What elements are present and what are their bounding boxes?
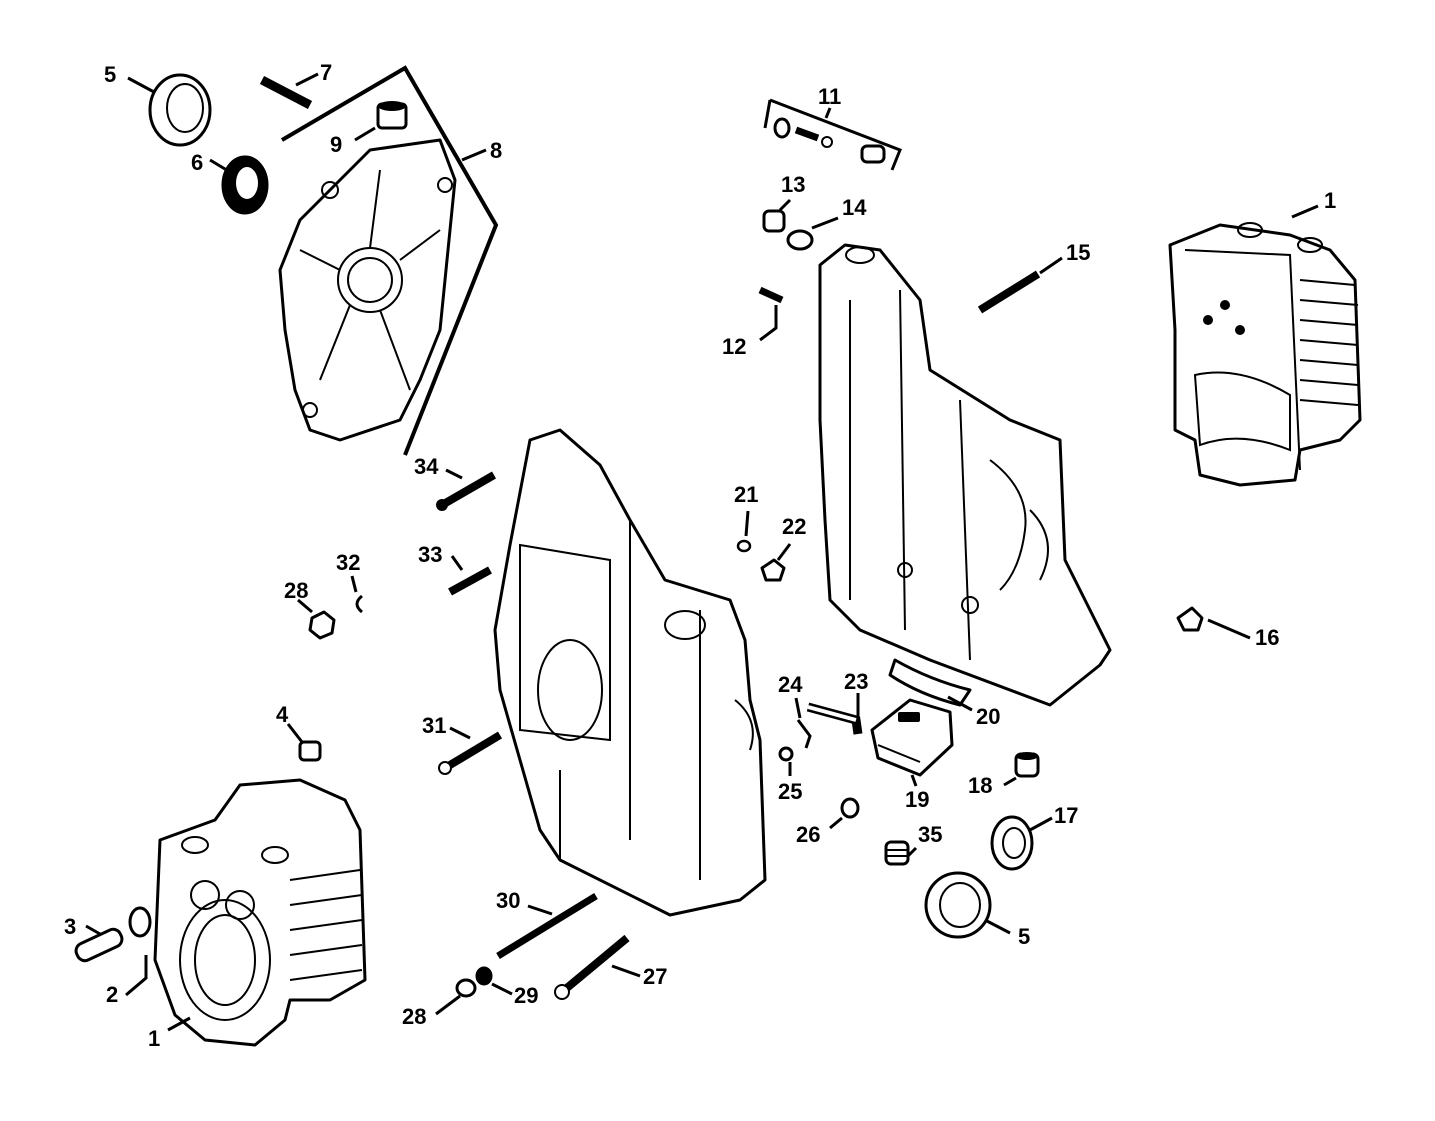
- clip-part-24: [796, 719, 812, 749]
- plug-part-18: [1014, 752, 1040, 778]
- callout-5: 5: [104, 62, 116, 87]
- callout-26: 26: [796, 822, 820, 847]
- closure-plate-part-8: [278, 65, 499, 456]
- plug-part-35: [884, 840, 910, 866]
- callout-15: 15: [1066, 240, 1090, 265]
- regulator-part-19: [870, 698, 954, 777]
- stud-part-33: [448, 566, 492, 596]
- plug-part-26: [840, 797, 860, 819]
- callout-27: 27: [643, 964, 667, 989]
- plug-part-22: [760, 558, 786, 582]
- callout-19: 19: [905, 787, 929, 812]
- bolt-part-31: [438, 731, 503, 775]
- callout-14: 14: [842, 195, 867, 220]
- plug-part-13: [762, 209, 786, 233]
- callout-1-bottom: 1: [148, 1026, 160, 1051]
- callout-30: 30: [496, 888, 520, 913]
- crankcase-left-half: [493, 428, 767, 917]
- callout-7: 7: [320, 60, 332, 85]
- oring-part-21: [736, 539, 752, 553]
- callout-9: 9: [330, 132, 342, 157]
- callout-24: 24: [778, 672, 803, 697]
- callout-31: 31: [422, 713, 446, 738]
- nut-part-28-mid: [308, 610, 336, 640]
- callout-16: 16: [1255, 625, 1279, 650]
- cylinder-part-1-left: [153, 778, 367, 1047]
- cylinder-part-1-right: [1168, 222, 1362, 487]
- gasket-ring-part-2: [128, 906, 152, 938]
- callout-28-mid: 28: [284, 578, 308, 603]
- seal-part-5-top: [148, 73, 212, 147]
- callout-29: 29: [514, 983, 538, 1008]
- callout-17: 17: [1054, 803, 1078, 828]
- oil-seal-part-6: [221, 155, 269, 215]
- callout-2: 2: [106, 982, 118, 1007]
- callout-34: 34: [414, 454, 439, 479]
- bolt-part-27: [554, 934, 630, 1000]
- oil-pressure-relief-part-11: [763, 98, 902, 171]
- callout-1: 1: [1324, 188, 1336, 213]
- callout-32: 32: [336, 550, 360, 575]
- bolt-part-15: [977, 270, 1041, 314]
- callout-13: 13: [781, 172, 805, 197]
- callout-25: 25: [778, 779, 802, 804]
- screw-part-25: [778, 746, 794, 762]
- callout-35: 35: [918, 822, 942, 847]
- leader-lines: [85, 72, 1319, 1032]
- callout-8: 8: [490, 138, 502, 163]
- callout-11: 11: [818, 84, 841, 109]
- bolt-part-34: [436, 471, 496, 511]
- clip-part-32: [355, 594, 363, 614]
- bolt-part-7: [259, 76, 313, 109]
- crankcase-right-half: [818, 243, 1112, 707]
- stud-part-30: [496, 893, 598, 959]
- callout-5-bottom: 5: [1018, 924, 1030, 949]
- callout-6: 6: [191, 150, 203, 175]
- callout-12: 12: [722, 334, 746, 359]
- washer-part-29: [475, 966, 493, 986]
- dowel-part-3: [74, 927, 124, 963]
- callouts: 5 6 7 9 8 11 13 14 12 15 1 16 20 21 22 2…: [64, 60, 1336, 1051]
- callout-33: 33: [418, 542, 442, 567]
- callout-3: 3: [64, 914, 76, 939]
- callout-22: 22: [782, 514, 806, 539]
- pin-part-12: [758, 286, 784, 304]
- baffle-part-20: [888, 658, 972, 707]
- callout-4: 4: [276, 702, 289, 727]
- ring-part-14: [786, 229, 814, 251]
- tube-part-23: [806, 702, 863, 735]
- callout-20: 20: [976, 704, 1000, 729]
- callout-21: 21: [734, 482, 758, 507]
- sleeve-part-4: [298, 740, 322, 762]
- callout-18: 18: [968, 773, 992, 798]
- plug-part-9: [376, 101, 408, 130]
- seal-part-5-bottom: [924, 871, 992, 939]
- plug-part-16: [1176, 606, 1204, 632]
- callout-28-bottom: 28: [402, 1004, 426, 1029]
- seal-part-17: [990, 815, 1034, 871]
- callout-23: 23: [844, 669, 868, 694]
- nut-part-28-bottom: [455, 978, 477, 998]
